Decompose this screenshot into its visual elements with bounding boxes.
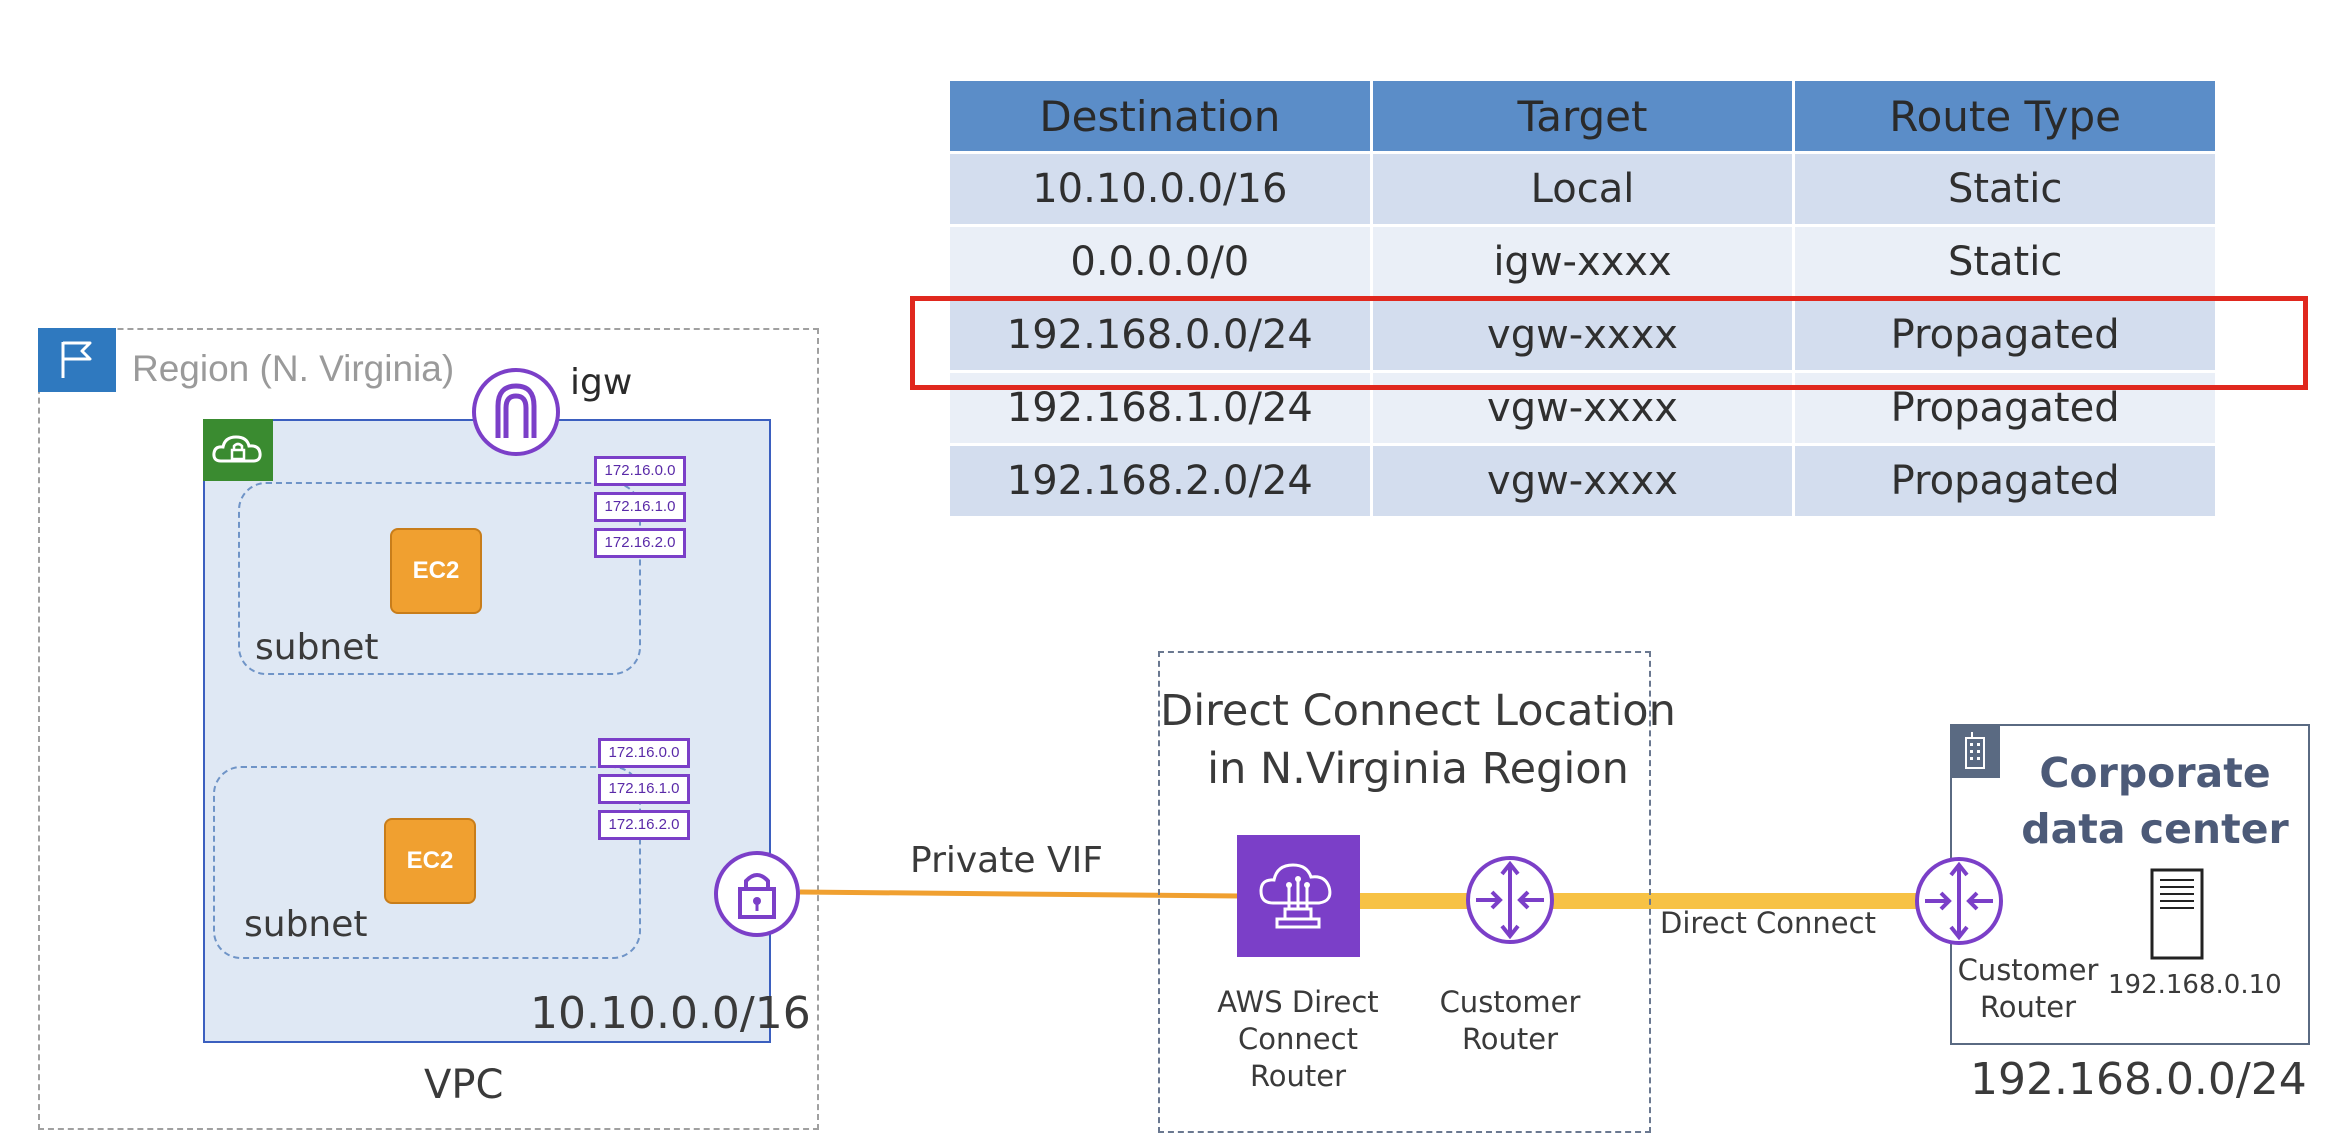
table-row: 10.10.0.0/16 Local Static xyxy=(947,151,2218,227)
subnet-label: subnet xyxy=(244,904,368,945)
table-row: 192.168.1.0/24 vgw-xxxx Propagated xyxy=(947,370,2218,446)
column-header-target: Target xyxy=(1369,78,1796,154)
table-row: 192.168.2.0/24 vgw-xxxx Propagated xyxy=(947,443,2218,519)
route-type-cell: Static xyxy=(1792,224,2218,300)
destination-cell: 192.168.0.0/24 xyxy=(947,297,1373,373)
vpc-label: VPC xyxy=(424,1062,504,1108)
subnet-label: subnet xyxy=(255,627,379,668)
target-cell: Local xyxy=(1369,151,1796,227)
route-type-cell: Propagated xyxy=(1792,443,2218,519)
route-entry: 172.16.0.0 xyxy=(594,456,686,486)
dx-title-line: in N.Virginia Region xyxy=(1207,744,1629,794)
destination-cell: 192.168.1.0/24 xyxy=(947,370,1373,446)
datacenter-title: Corporate data center xyxy=(2005,745,2305,857)
dc-customer-router-icon xyxy=(1915,857,2003,945)
server-icon xyxy=(2150,868,2204,960)
caption-line: Customer xyxy=(1439,985,1581,1019)
column-header-destination: Destination xyxy=(947,78,1373,154)
destination-cell: 10.10.0.0/16 xyxy=(947,151,1373,227)
customer-router-caption: Customer Router xyxy=(1420,984,1600,1058)
subnet-box xyxy=(213,766,641,959)
subnet-box xyxy=(238,482,641,675)
building-icon xyxy=(1965,732,1985,769)
vpc-boundary xyxy=(203,419,771,1043)
building-badge xyxy=(1950,724,2000,778)
ec2-instance: EC2 xyxy=(390,528,482,614)
target-cell: igw-xxxx xyxy=(1369,224,1796,300)
server-ip: 192.168.0.10 xyxy=(2108,970,2282,1000)
subnet-route-table-icon: 172.16.0.0 172.16.1.0 172.16.2.0 xyxy=(598,738,690,846)
vpc-badge xyxy=(203,419,273,481)
target-cell: vgw-xxxx xyxy=(1369,297,1796,373)
direct-connect-location-boundary xyxy=(1158,651,1651,1133)
route-table: Destination Target Route Type 10.10.0.0/… xyxy=(947,78,2218,519)
table-row: 192.168.0.0/24 vgw-xxxx Propagated xyxy=(947,297,2218,373)
route-entry: 172.16.1.0 xyxy=(598,774,690,804)
table-row: 0.0.0.0/0 igw-xxxx Static xyxy=(947,224,2218,300)
region-flag-badge xyxy=(38,328,116,392)
route-entry: 172.16.2.0 xyxy=(594,528,686,558)
internet-gateway-icon xyxy=(472,368,560,456)
direct-connect-label: Direct Connect xyxy=(1660,906,1876,940)
flag-icon xyxy=(61,341,92,378)
caption-line: Router xyxy=(1249,1059,1347,1093)
cloud-lock-icon xyxy=(212,435,262,463)
route-entry: 172.16.2.0 xyxy=(598,810,690,840)
private-vif-line xyxy=(799,889,1241,899)
caption-line: Router xyxy=(1979,990,2077,1024)
dx-title-line: Direct Connect Location xyxy=(1160,686,1676,736)
caption-line: Customer xyxy=(1957,953,2099,987)
ec2-instance: EC2 xyxy=(384,818,476,904)
igw-label: igw xyxy=(570,362,633,403)
subnet-route-table-icon: 172.16.0.0 172.16.1.0 172.16.2.0 xyxy=(594,456,686,564)
route-entry: 172.16.1.0 xyxy=(594,492,686,522)
datacenter-cidr: 192.168.0.0/24 xyxy=(1970,1054,2307,1105)
caption-line: Connect xyxy=(1238,1022,1358,1056)
target-cell: vgw-xxxx xyxy=(1369,370,1796,446)
region-label: Region (N. Virginia) xyxy=(132,348,455,389)
column-header-route-type: Route Type xyxy=(1792,78,2218,154)
dc-title-line: Corporate xyxy=(2039,749,2271,797)
dc-title-line: data center xyxy=(2021,805,2289,853)
private-vif-label: Private VIF xyxy=(910,840,1103,881)
direct-connect-icon xyxy=(1259,863,1332,929)
route-type-cell: Propagated xyxy=(1792,370,2218,446)
route-type-cell: Propagated xyxy=(1792,297,2218,373)
customer-router-icon xyxy=(1466,856,1554,944)
aws-direct-connect-router xyxy=(1237,835,1360,957)
region-boundary xyxy=(38,328,819,1130)
route-entry: 172.16.0.0 xyxy=(598,738,690,768)
target-cell: vgw-xxxx xyxy=(1369,443,1796,519)
aws-router-caption: AWS Direct Connect Router xyxy=(1208,984,1388,1095)
vpc-cidr: 10.10.0.0/16 xyxy=(530,988,811,1039)
virtual-private-gateway-icon xyxy=(714,851,800,937)
destination-cell: 0.0.0.0/0 xyxy=(947,224,1373,300)
dc-router-caption: Customer Router xyxy=(1938,952,2118,1026)
caption-line: AWS Direct xyxy=(1217,985,1379,1019)
route-table-header: Destination Target Route Type xyxy=(947,78,2218,154)
direct-connect-location-title: Direct Connect Location in N.Virginia Re… xyxy=(1158,682,1678,798)
route-type-cell: Static xyxy=(1792,151,2218,227)
destination-cell: 192.168.2.0/24 xyxy=(947,443,1373,519)
highlighted-route-box xyxy=(910,296,2308,390)
caption-line: Router xyxy=(1461,1022,1559,1056)
